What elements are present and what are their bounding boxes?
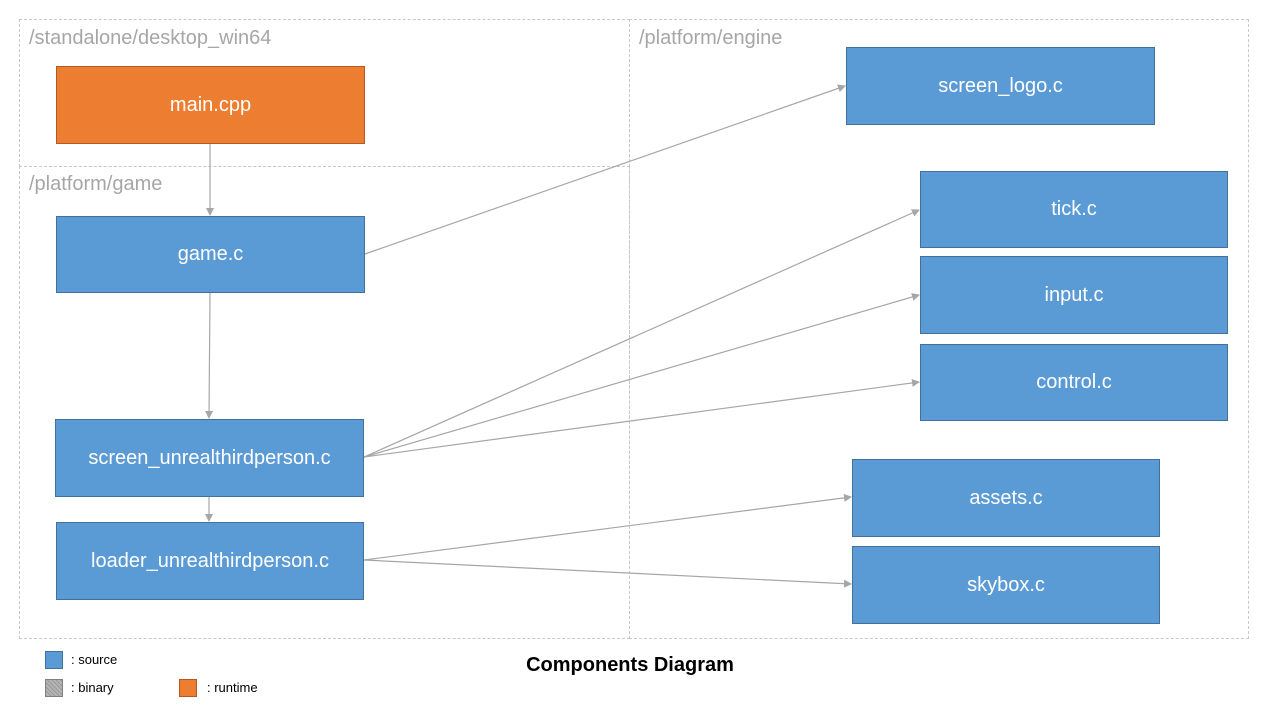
edge-screen-unreal-to-input bbox=[363, 293, 920, 458]
legend-source-label: : source bbox=[71, 652, 118, 667]
region-label-standalone: /standalone/desktop_win64 bbox=[29, 27, 272, 49]
region-platform-engine bbox=[629, 19, 1249, 639]
region-label-game: /platform/game bbox=[29, 173, 163, 195]
edge-screen-unreal-to-tick bbox=[363, 209, 920, 458]
node-tick-c: tick.c bbox=[920, 171, 1228, 248]
edge-loader-to-assets bbox=[363, 493, 852, 561]
node-main-cpp: main.cpp bbox=[56, 66, 365, 144]
node-game-c: game.c bbox=[56, 216, 365, 293]
legend-binary-swatch bbox=[45, 679, 63, 697]
legend-source-swatch bbox=[45, 651, 63, 669]
legend-runtime-label: : runtime bbox=[207, 680, 258, 695]
edge-game-to-screen-logo bbox=[364, 84, 846, 255]
node-skybox-c: skybox.c bbox=[852, 546, 1160, 624]
edge-game-to-screen-unreal bbox=[205, 292, 214, 419]
node-input-c: input.c bbox=[920, 256, 1228, 334]
node-screen-logo-c: screen_logo.c bbox=[846, 47, 1155, 125]
node-screen-unrealthirdperson-c: screen_unrealthirdperson.c bbox=[55, 419, 364, 497]
node-control-c: control.c bbox=[920, 344, 1228, 421]
edge-screen-unreal-to-control bbox=[363, 378, 920, 458]
node-loader-unrealthirdperson-c: loader_unrealthirdperson.c bbox=[56, 522, 364, 600]
legend-runtime-swatch bbox=[179, 679, 197, 697]
region-label-engine: /platform/engine bbox=[639, 27, 783, 49]
diagram-title: Components Diagram bbox=[526, 654, 734, 676]
legend-binary-label: : binary bbox=[71, 680, 114, 695]
edge-loader-to-skybox bbox=[363, 559, 852, 588]
node-assets-c: assets.c bbox=[852, 459, 1160, 537]
